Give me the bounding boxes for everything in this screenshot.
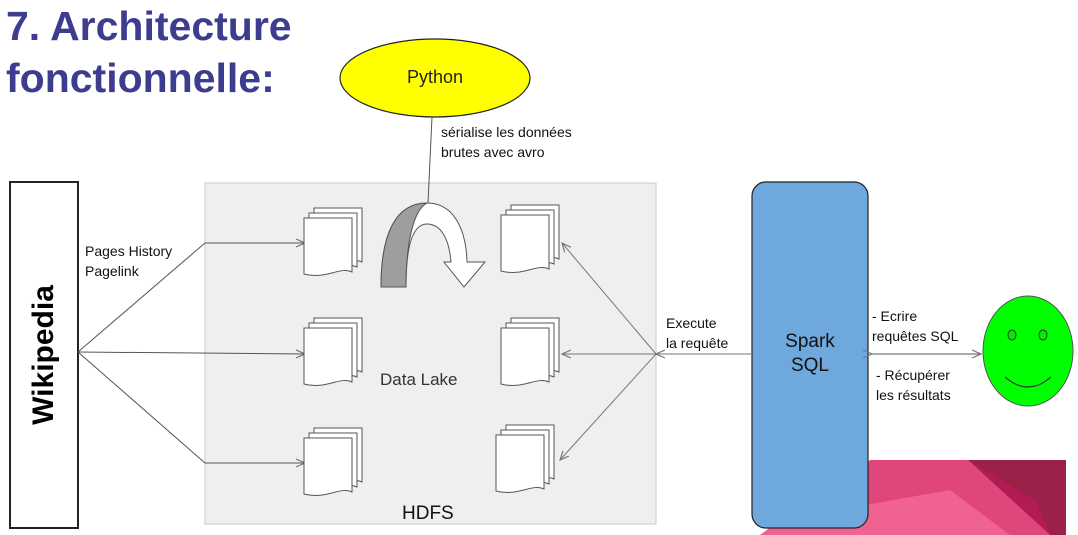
smiley-right-eye <box>1038 329 1048 341</box>
avro-doc-stack-bottom <box>495 424 555 494</box>
corner-mid-shape <box>968 460 1050 535</box>
serialize-note-line-2: brutes avec avro <box>441 144 545 160</box>
wiki-arrow-top <box>77 243 305 353</box>
smiley-mouth <box>1004 376 1052 388</box>
pages-note-line-2: Pagelink <box>85 263 139 279</box>
avro-doc-stack-middle <box>500 317 560 387</box>
execute-note-line-1: Execute <box>666 315 717 331</box>
write-queries-note: - Ecrire requêtes SQL <box>872 306 958 346</box>
read-note-line-1: - Récupérer <box>876 367 950 383</box>
python-ellipse <box>339 38 531 118</box>
spark-label-line-2: SQL <box>790 355 830 376</box>
avro-doc-stack-top <box>500 204 560 274</box>
pages-note-line-1: Pages History <box>85 243 173 259</box>
hdfs-label: HDFS <box>402 503 454 524</box>
read-note-line-2: les résultats <box>876 387 951 403</box>
wikipedia-box <box>9 181 79 529</box>
wikipedia-label: Wikipedia <box>27 285 60 425</box>
serialize-note: sérialise les données brutes avec avro <box>441 122 572 162</box>
execute-note: Execute la requête <box>666 313 728 353</box>
smiley-left-eye <box>1007 329 1017 341</box>
raw-doc-stack-bottom <box>303 427 363 497</box>
title-line-1: 7. Architecture <box>6 3 292 49</box>
write-note-line-2: requêtes SQL <box>872 328 959 344</box>
retrieve-results-note: - Récupérer les résultats <box>876 365 951 405</box>
python-connector <box>427 116 433 204</box>
user-smiley <box>982 295 1074 407</box>
serialize-note-line-1: sérialise les données <box>441 124 572 140</box>
spark-sql-label: Spark SQL <box>752 330 868 378</box>
python-label: Python <box>406 67 464 87</box>
wiki-arrow-middle <box>77 352 305 354</box>
pages-note: Pages History Pagelink <box>85 241 172 281</box>
execute-note-line-2: la requête <box>666 335 729 351</box>
spark-label-line-1: Spark <box>785 331 835 352</box>
page-title: 7. Architecture fonctionnelle: <box>6 0 292 104</box>
serialize-curved-arrow <box>380 202 487 288</box>
write-note-line-1: - Ecrire <box>872 308 918 324</box>
wikipedia-label-wrap: Wikipedia <box>10 182 78 528</box>
data-lake-label: Data Lake <box>380 370 458 389</box>
raw-doc-stack-middle <box>303 317 363 387</box>
title-line-2: fonctionnelle: <box>6 55 275 101</box>
wiki-arrow-bottom <box>77 351 305 463</box>
query-arrow-top <box>562 243 657 355</box>
raw-doc-stack-top <box>303 207 363 277</box>
query-arrow-bottom <box>560 353 657 460</box>
